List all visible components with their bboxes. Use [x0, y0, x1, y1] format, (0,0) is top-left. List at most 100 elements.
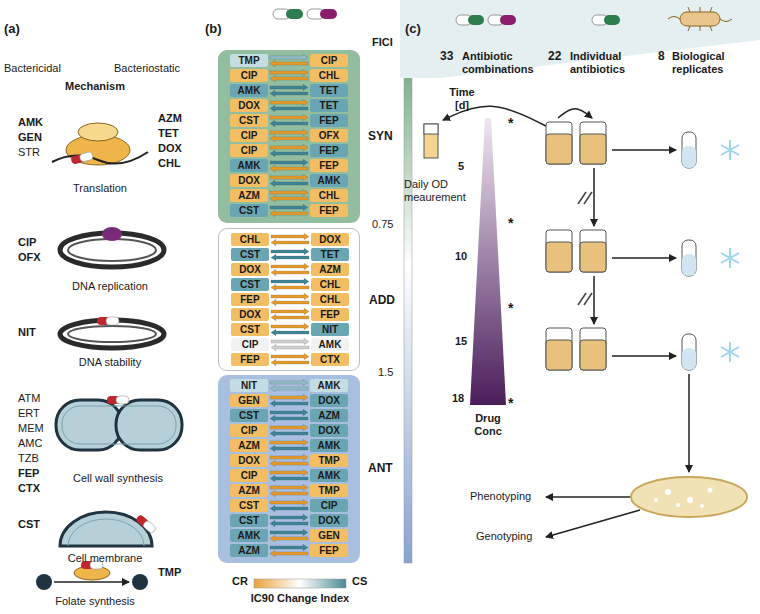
combination-icon — [307, 9, 337, 19]
break-marks — [578, 192, 592, 305]
workflow-label: * — [508, 215, 513, 231]
drug-cell: OFX — [310, 129, 348, 142]
dna-stability-icon — [106, 317, 119, 325]
drug-cell: CIP — [230, 69, 268, 82]
agar-plate — [631, 477, 747, 517]
effect-arrow — [270, 210, 308, 216]
effect-arrow — [270, 454, 308, 460]
top-ground — [400, 0, 760, 78]
flask-icons — [580, 328, 606, 370]
cell-membrane-icon — [135, 514, 157, 534]
workflow-label: Antibiotic combinations — [462, 50, 540, 75]
mechanism-label: Bactericidal — [4, 62, 61, 75]
drug-cell: DOX — [231, 308, 269, 321]
effect-arrow — [270, 535, 308, 541]
process-arrow — [593, 276, 595, 324]
drug-cell: AMK — [310, 439, 348, 452]
flask-icons — [546, 340, 572, 370]
effect-arrow — [271, 284, 309, 290]
drug-cell: AMK — [310, 379, 348, 392]
drug-cell: DOX — [311, 233, 349, 246]
fici-band: ANTNITAMKGENDOXCSTAZMCIPDOXAZMAMKDOXTMPC… — [218, 375, 360, 563]
drug-cell: AZM — [230, 189, 268, 202]
drug-cell: FEP — [311, 308, 349, 321]
process-arrow — [612, 257, 676, 259]
effect-arrow — [270, 499, 308, 505]
effect-arrow — [271, 359, 309, 365]
cell-membrane-icon — [60, 512, 152, 546]
mechanism-label: DNA replication — [50, 280, 170, 293]
cell-membrane-icon — [68, 519, 144, 546]
workflow-label: * — [508, 300, 513, 316]
flask-icons — [546, 328, 572, 370]
workflow-label: 22 — [548, 50, 561, 64]
combination-icon — [286, 9, 303, 19]
drug-cell: FEP — [310, 159, 348, 172]
drug-cell: TMP — [310, 484, 348, 497]
mechanism-label: ERT — [18, 407, 40, 420]
effect-arrow — [270, 90, 308, 96]
mechanism-label: AZM — [158, 112, 182, 125]
effect-arrow — [270, 195, 308, 201]
scale-label: 0.75 — [372, 218, 393, 231]
scale-label: CR — [232, 575, 248, 588]
freezer-tubes — [682, 146, 696, 168]
flask-icons — [546, 242, 572, 272]
cuvette-icon — [424, 124, 438, 158]
drug-concentration-wedge — [470, 118, 506, 405]
effect-arrow — [270, 204, 308, 210]
drug-cell: TET — [310, 99, 348, 112]
drug-cell: DOX — [310, 514, 348, 527]
drug-cell: DOX — [310, 424, 348, 437]
workflow-label: * — [508, 115, 513, 131]
drug-cell: AMK — [230, 529, 268, 542]
effect-arrow — [270, 60, 308, 66]
workflow-label: (c) — [405, 22, 421, 37]
effect-arrow — [270, 505, 308, 511]
effect-arrow — [271, 299, 309, 305]
antibiotic-icons — [488, 15, 516, 25]
drug-cell: CIP — [230, 469, 268, 482]
cuvette-icon — [424, 124, 438, 134]
effect-arrow — [270, 460, 308, 466]
process-arrow — [546, 496, 630, 498]
drug-cell: AZM — [230, 484, 268, 497]
effect-arrow — [270, 484, 308, 490]
effect-arrow — [270, 189, 308, 195]
drug-cell: TMP — [310, 454, 348, 467]
cell-wall-icon — [56, 400, 122, 450]
workflow-label: Daily OD meaurement — [404, 178, 470, 203]
drug-cell: GEN — [310, 529, 348, 542]
snowflake-icons — [721, 248, 739, 268]
freezer-tubes — [682, 240, 696, 276]
break-marks — [584, 192, 592, 204]
effect-arrow — [270, 75, 308, 81]
effect-arrow — [270, 469, 308, 475]
scale-label: 1.5 — [378, 366, 393, 379]
drug-cell: NIT — [311, 323, 349, 336]
mechanism-label: TMP — [158, 566, 181, 579]
snowflake-icons — [721, 342, 739, 362]
flask-icons — [580, 134, 606, 164]
mechanism-label: FEP — [18, 467, 39, 480]
effect-arrow — [271, 254, 309, 260]
ribosome-icon — [79, 151, 94, 162]
drug-cell: AZM — [311, 263, 349, 276]
bacterium-icon — [668, 7, 732, 31]
agar-plate — [708, 488, 713, 493]
fici-scale-bar — [404, 50, 412, 563]
mechanism-label: (a) — [4, 22, 20, 37]
dna-stability-icon — [60, 317, 164, 348]
effect-arrow — [270, 544, 308, 550]
mechanism-label: DOX — [158, 142, 182, 155]
drug-cell: AZM — [230, 544, 268, 557]
dna-replication-icon — [102, 227, 122, 241]
agar-plate — [631, 477, 747, 517]
effect-arrow — [270, 529, 308, 535]
drug-cell: CST — [230, 114, 268, 127]
bacterium-icon — [668, 7, 732, 31]
mechanism-label: CTX — [18, 482, 40, 495]
drug-cell: AMK — [230, 159, 268, 172]
drug-cell: CST — [230, 499, 268, 512]
effect-arrow — [270, 520, 308, 526]
